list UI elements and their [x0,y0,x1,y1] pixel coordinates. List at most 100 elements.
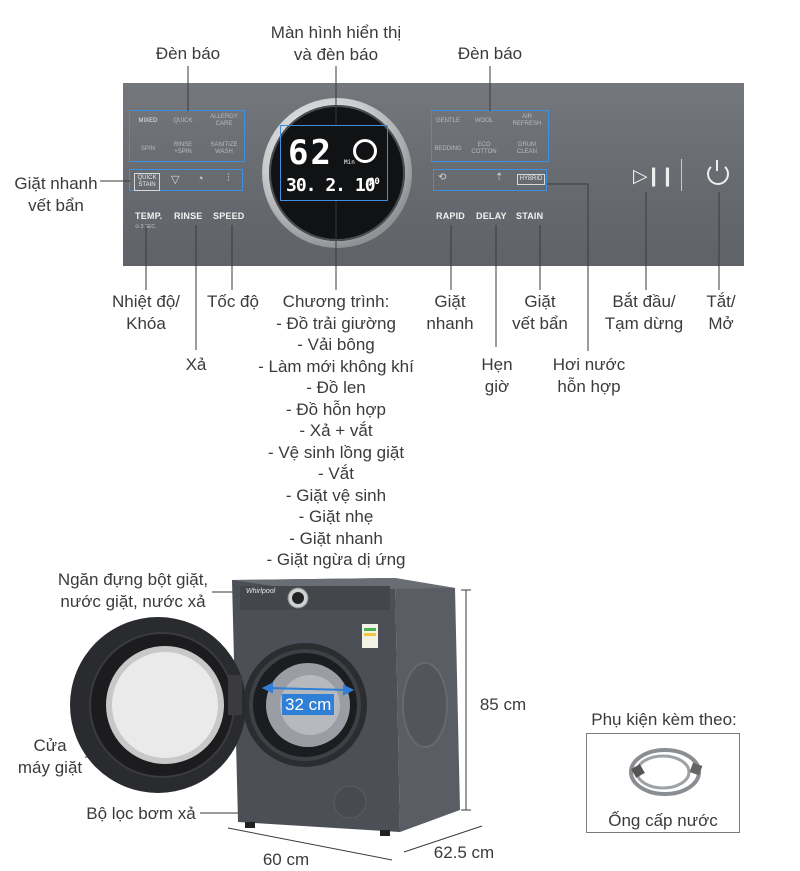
label-temp-lock: Nhiệt độ/ Khóa [100,291,192,334]
filter-cover [333,785,367,819]
brand-logo: Whirlpool [246,588,276,595]
label-quick-stain-line1: Giặt nhanh [14,174,98,193]
height-dimension [461,589,471,811]
water-hose-icon [629,748,703,796]
lcd-settings-row: 30. 2. 10 [286,175,376,196]
label-delay: Hẹn giờ [470,354,524,397]
machine-foot [380,830,390,836]
power-icon[interactable] [707,163,729,185]
indicator-rinse-spin: RINSE +SPIN [173,142,193,155]
label-indicator-right: Đèn báo [457,44,523,63]
program-item: - Vắt [318,464,354,483]
delay-button[interactable]: DELAY [476,211,507,221]
energy-label-stripe [364,633,376,636]
accessory-title: Phụ kiện kèm theo: [591,710,737,729]
indicator-sanitize: SANITIZE WASH [210,142,238,155]
label-start-pause-line1: Bắt đầu/ [612,292,676,311]
start-pause-icon[interactable]: ▷❙❙ [633,166,675,187]
label-rapid-line2: nhanh [426,313,474,333]
display-box [280,125,388,201]
label-start-pause-line2: Tạm dừng [604,313,684,333]
label-quick-stain: Giặt nhanh vết bẩn [8,173,104,216]
machine-side-emboss [402,662,448,748]
program-item: - Làm mới không khí [258,356,414,376]
label-rapid: Giặt nhanh [420,291,480,334]
door-diameter-label: 32 cm [282,694,335,715]
temperature-glass-icon: ▽ [171,174,180,186]
depth-dimension [403,825,483,853]
power-icon-bar [716,160,718,171]
dial-inner-ring [269,105,405,241]
label-delay-line2: giờ [484,376,510,396]
label-door-line1: Cửa [33,736,67,755]
program-item: - Xả + vắt [299,421,373,440]
stain-button[interactable]: STAIN [516,211,544,221]
indicator-allergy: ALLERGY CARE [210,114,238,127]
label-power-line2: Mở [708,313,734,333]
thermometer-icon: ⫶ [227,172,230,184]
door-diameter-arrow [261,682,355,696]
label-door: Cửa máy giặt [8,735,92,778]
rapid-arrow-icon: ⟲ [438,172,447,183]
program-item: - Đồ hỗn hợp [286,399,386,419]
label-display: Màn hình hiển thị và đèn báo [246,22,426,65]
label-stain-line2: vết bẩn [512,313,568,333]
label-detergent-line1: Ngăn đựng bột giặt, [57,570,209,589]
label-depth: 62.5 cm [433,843,495,862]
steam-swirl-icon [353,139,377,163]
hybrid-box [433,169,547,191]
indicator-spin: SPIN [140,146,155,152]
label-hybrid-line1: Hơi nước [552,355,626,374]
program-item: - Đồ len [306,378,366,397]
accessory-box: Ống cấp nước [586,733,740,833]
label-power: Tắt/ Mở [696,291,746,334]
label-hybrid: Hơi nước hỗn hợp [546,354,632,397]
label-stain: Giặt vết bẩn [504,291,576,334]
accessory-item-label: Ống cấp nước [608,811,718,830]
label-display-line2: và đèn báo [293,44,379,64]
label-filter: Bộ lọc bơm xả [86,804,196,823]
indicator-bedding: BEDDING [434,146,462,152]
label-stain-line1: Giặt [524,292,556,311]
label-quick-stain-line2: vết bẩn [28,195,84,215]
control-strip [240,586,390,610]
lcd-extra: 00 [369,177,380,187]
rinse-button[interactable]: RINSE [174,211,203,221]
hybrid-tag[interactable]: HYBRID [517,174,545,185]
label-display-line1: Màn hình hiển thị [270,23,402,42]
lcd-time: 62 [288,133,333,173]
indicator-wool: WOOL [474,118,494,124]
rapid-button[interactable]: RAPID [436,211,466,221]
indicator-drum-clean: DRUM CLEAN [516,142,537,155]
label-hybrid-line2: hỗn hợp [557,376,621,396]
program-item: - Giặt nhẹ [298,507,374,526]
energy-label-stripe [364,628,376,631]
lcd-unit: Min [344,159,355,166]
machine-foot [245,822,255,828]
label-power-line1: Tắt/ [706,292,736,311]
label-detergent: Ngăn đựng bột giặt, nước giặt, nước xả [50,569,216,612]
machine-dial-center [292,592,304,604]
label-width: 60 cm [262,850,310,869]
programs-title: Chương trình: [282,292,390,311]
indicator-quick: QUICK [173,118,193,124]
indicator-eco-cotton: ECO COTTON [471,142,497,155]
steam-icon: ⇡ [495,172,504,183]
speed-button[interactable]: SPEED [213,211,245,221]
program-item: - Giặt nhanh [289,528,383,548]
temp-button[interactable]: TEMP. [135,211,163,221]
label-temp-lock-line1: Nhiệt độ/ [111,292,181,311]
left-indicator-box [129,110,245,162]
label-height: 85 cm [479,695,527,714]
control-panel: MIXED QUICK ALLERGY CARE SPIN RINSE +SPI… [123,83,744,266]
label-detergent-line2: nước giặt, nước xả [60,591,206,611]
indicator-air-refresh: AIR REFRESH [512,114,542,127]
label-indicator-left: Đèn báo [155,44,221,63]
label-programs: Chương trình: - Đồ trải giường - Vải bôn… [246,291,426,571]
indicator-mixed: MIXED [138,118,158,124]
label-speed: Tốc độ [207,292,259,311]
program-item: - Giặt ngừa dị ứng [266,550,406,569]
quick-stain-tag[interactable]: QUICK STAIN [134,173,160,191]
quick-stain-box [129,169,243,191]
soil-level-icon: ◔ [197,173,204,185]
